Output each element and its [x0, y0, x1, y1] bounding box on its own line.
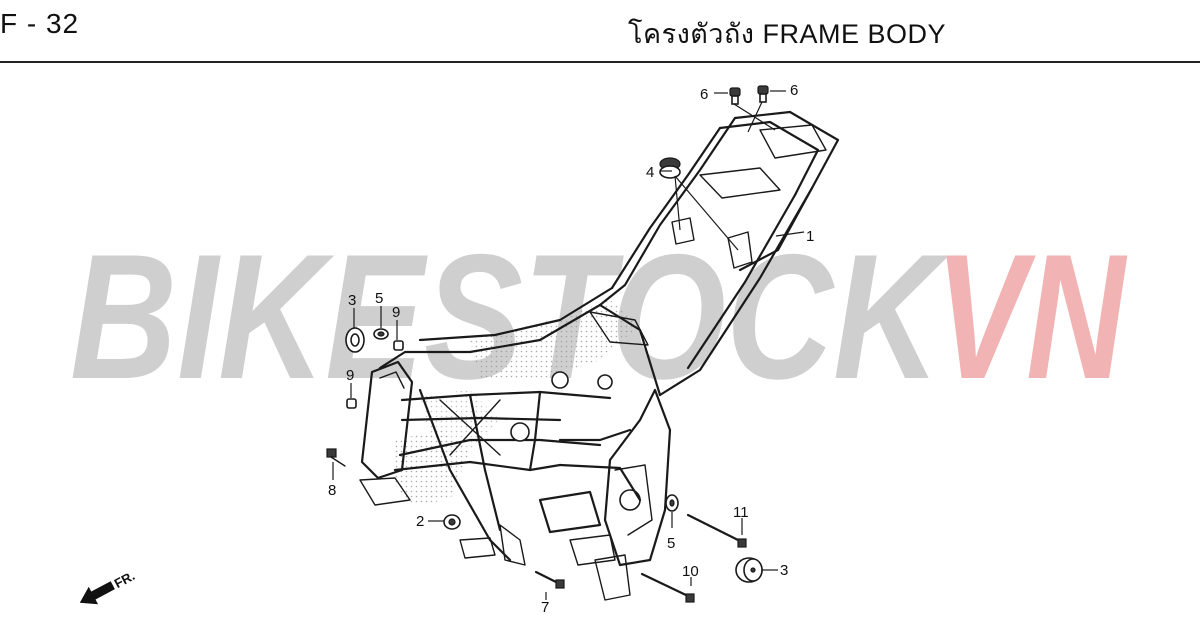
loose-parts	[326, 85, 769, 603]
collar-5a-icon	[373, 328, 389, 340]
page-code: F - 32	[0, 8, 80, 39]
callout-5a: 5	[375, 290, 383, 307]
callout-2: 2	[416, 513, 424, 530]
callout-1: 1	[806, 228, 814, 245]
bolt-6b-icon	[757, 85, 769, 103]
bolt-7-icon	[534, 570, 565, 589]
page-title: โครงตัวถัง FRAME BODY	[628, 19, 946, 49]
frame-shading	[392, 300, 640, 505]
title-divider	[0, 61, 1200, 63]
callout-6b: 6	[790, 82, 798, 99]
washer-3a-icon	[345, 327, 365, 353]
callout-8: 8	[328, 482, 336, 499]
callout-labels: 6 6 4 1 3 5 9 9 8 2 7 10 11 5 3	[328, 82, 814, 616]
bolt-8-icon	[326, 448, 346, 467]
collar-5b-icon	[665, 494, 679, 512]
callout-9b: 9	[346, 367, 354, 384]
callout-4: 4	[646, 164, 654, 181]
callout-10: 10	[682, 563, 699, 580]
callout-11: 11	[733, 504, 749, 521]
bolt-11-icon	[686, 513, 747, 548]
watermark-primary: BIKESTOCK	[70, 217, 950, 416]
grommet-4-icon	[659, 157, 681, 179]
callout-3a: 3	[348, 292, 356, 309]
front-direction-label: FR.	[112, 568, 138, 591]
watermark: BIKESTOCK VN	[70, 217, 1128, 416]
watermark-accent: VN	[935, 217, 1128, 416]
callout-6a: 6	[700, 86, 708, 103]
frame-body-diagram: BIKESTOCK VN	[70, 82, 1128, 616]
leader-lines	[332, 90, 805, 600]
bolt-10-icon	[640, 572, 695, 603]
nut-9b-icon	[346, 398, 357, 409]
callout-3b: 3	[780, 562, 788, 579]
bolt-6a-icon	[729, 87, 741, 105]
grommet-3b-icon	[735, 557, 763, 583]
main-frame	[359, 110, 840, 601]
front-direction-arrow-icon	[79, 581, 115, 605]
callout-7: 7	[541, 599, 549, 616]
callout-5b: 5	[667, 535, 675, 552]
collar-2-icon	[443, 514, 461, 530]
callout-9a: 9	[392, 304, 400, 321]
front-direction-marker: FR.	[79, 568, 138, 605]
nut-9a-icon	[393, 340, 404, 351]
